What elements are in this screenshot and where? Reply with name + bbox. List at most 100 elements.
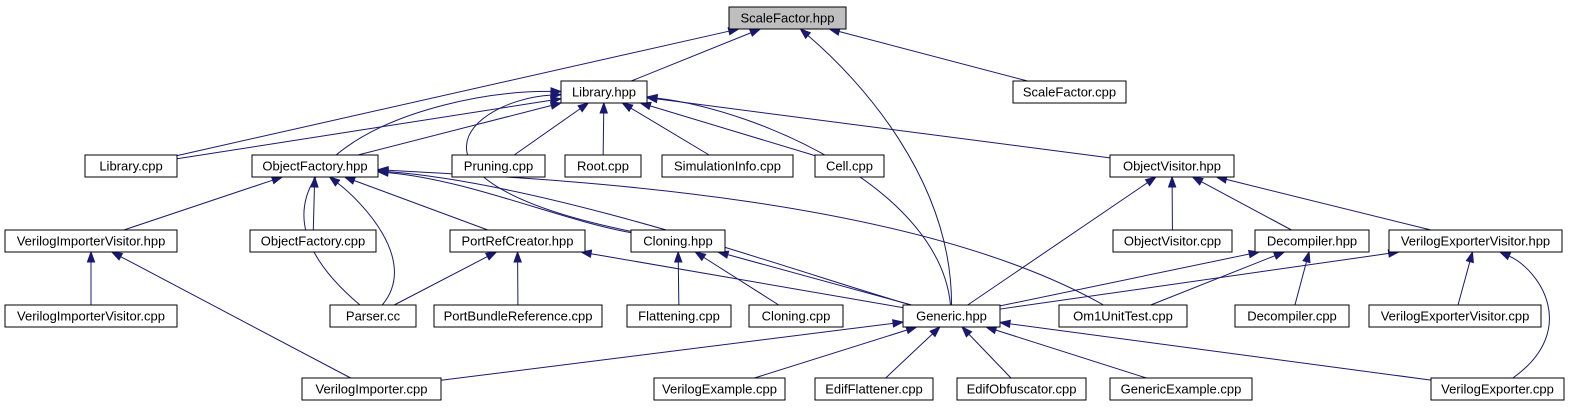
node-scalefactor-hpp[interactable]: ScaleFactor.hpp [728,6,847,30]
arrowhead [799,28,812,40]
node-scalefactor-cpp[interactable]: ScaleFactor.cpp [1012,80,1127,104]
edge-line [727,254,912,306]
node-verilogimportervisitor-cpp[interactable]: VerilogImporterVisitor.cpp [4,304,178,328]
arrowhead [310,175,319,188]
node-objectvisitor-hpp[interactable]: ObjectVisitor.hpp [1109,154,1235,178]
node-label: Decompiler.hpp [1267,234,1357,249]
edge-objectfactory-cpp-to-objectfactory-hpp [310,175,319,231]
node-cell-cpp[interactable]: Cell.cpp [814,154,885,178]
edge-pruning-cpp-to-library-hpp [513,102,590,156]
node-box [1368,304,1542,328]
edge-objectvisitor-hpp-to-library-hpp [645,94,1111,159]
arrowhead [1302,250,1311,264]
edge-line [590,253,904,309]
node-cloning-hpp[interactable]: Cloning.hpp [630,229,726,253]
node-label: Cell.cpp [826,159,873,174]
node-box [1388,229,1563,253]
node-verilogexporter-cpp[interactable]: VerilogExporter.cpp [1430,377,1565,401]
edge-verilogimportervisitor-hpp-to-objectfactory-hpp [123,176,284,231]
node-generic-hpp[interactable]: Generic.hpp [902,304,1001,328]
node-label: Generic.hpp [916,309,987,324]
node-genericexample-cpp[interactable]: GenericExample.cpp [1109,377,1253,401]
node-verilogexportervisitor-cpp[interactable]: VerilogExporterVisitor.cpp [1368,304,1542,328]
edge-objectfactory-hpp-to-library-hpp [357,101,563,156]
edge-line [120,256,351,379]
node-label: SimulationInfo.cpp [674,159,781,174]
node-box [814,154,885,178]
edge-simulationinfo-cpp-to-library-hpp [621,102,710,156]
node-box [1112,229,1233,253]
node-pruning-cpp[interactable]: Pruning.cpp [451,154,546,178]
arrowhead [1191,176,1204,186]
node-library-hpp[interactable]: Library.hpp [560,80,648,104]
node-label: Root.cpp [577,159,629,174]
arrowhead [1465,250,1474,264]
edge-generic-hpp-to-objectvisitor-hpp [967,176,1158,306]
edge-portrefcreator-hpp-to-objectfactory-hpp [343,176,488,231]
edge-portbundlereference-cpp-to-portrefcreator-hpp [513,250,522,306]
edge-genericexample-cpp-to-generic-hpp [984,326,1147,379]
edge-line [656,98,1111,159]
node-edifobfuscator-cpp[interactable]: EdifObfuscator.cpp [956,377,1087,401]
arrowhead [328,176,341,187]
edge-line [995,329,1147,379]
edge-cloning-cpp-to-cloning-hpp [694,251,779,306]
node-objectvisitor-cpp[interactable]: ObjectVisitor.cpp [1112,229,1233,253]
node-objectfactory-cpp[interactable]: ObjectFactory.cpp [249,229,377,253]
node-om1unittest-cpp[interactable]: Om1UnitTest.cpp [1058,304,1188,328]
node-box [4,304,178,328]
node-verilogexportervisitor-hpp[interactable]: VerilogExporterVisitor.hpp [1388,229,1563,253]
arrowhead [485,251,498,261]
edge-line [176,30,730,157]
edge-root-cpp-to-library-hpp [599,101,609,156]
node-box [1012,80,1127,104]
edge-flattening-cpp-to-cloning-hpp [673,250,683,306]
node-label: Cloning.hpp [643,234,712,249]
node-box [1430,377,1565,401]
node-box [630,229,726,253]
node-ediflattener-cpp[interactable]: EdifFlattener.cpp [814,377,934,401]
node-verilogimporter-cpp[interactable]: VerilogImporter.cpp [301,377,442,401]
node-decompiler-hpp[interactable]: Decompiler.hpp [1254,229,1370,253]
node-label: ScaleFactor.hpp [741,11,835,26]
edge-line [967,182,1148,306]
node-decompiler-cpp[interactable]: Decompiler.cpp [1234,304,1350,328]
node-label: EdifFlattener.cpp [825,382,923,397]
node-flattening-cpp[interactable]: Flattening.cpp [626,304,732,328]
node-box [1109,377,1253,401]
node-box [814,377,934,401]
node-cloning-cpp[interactable]: Cloning.cpp [748,304,844,328]
node-portrefcreator-hpp[interactable]: PortRefCreator.hpp [449,229,586,253]
arrowhead [748,28,762,37]
arrowhead [577,102,590,113]
node-verilogexample-cpp[interactable]: VerilogExample.cpp [653,377,786,401]
node-label: Library.cpp [99,159,162,174]
arrowhead [270,176,284,185]
edge-generic-hpp-to-cloning-hpp [716,250,912,306]
edge-line [393,256,488,306]
edge-parser-cc-to-objectfactory-hpp [328,176,395,306]
node-box [728,6,847,30]
edge-generic-hpp-to-scalefactor-hpp [799,28,953,306]
node-verilogimportervisitor-hpp[interactable]: VerilogImporterVisitor.hpp [4,229,178,253]
node-simulationinfo-cpp[interactable]: SimulationInfo.cpp [661,154,794,178]
node-objectfactory-hpp[interactable]: ObjectFactory.hpp [251,154,379,178]
node-root-cpp[interactable]: Root.cpp [564,154,642,178]
node-parser-cc[interactable]: Parser.cc [329,304,417,328]
arrowhead [110,251,124,261]
node-box [329,304,417,328]
arrowhead [513,250,522,263]
node-label: VerilogExporterVisitor.hpp [1401,234,1550,249]
node-portbundlereference-cpp[interactable]: PortBundleReference.cpp [433,304,603,328]
arrowhead [905,326,918,335]
arrowhead [673,250,683,263]
node-box [451,154,546,178]
node-box [249,229,377,253]
arrowhead [343,176,357,185]
arrowhead [892,319,905,328]
node-library-cpp[interactable]: Library.cpp [84,154,178,178]
edge-scalefactor-cpp-to-scalefactor-hpp [827,27,1028,82]
node-box [902,304,1001,328]
